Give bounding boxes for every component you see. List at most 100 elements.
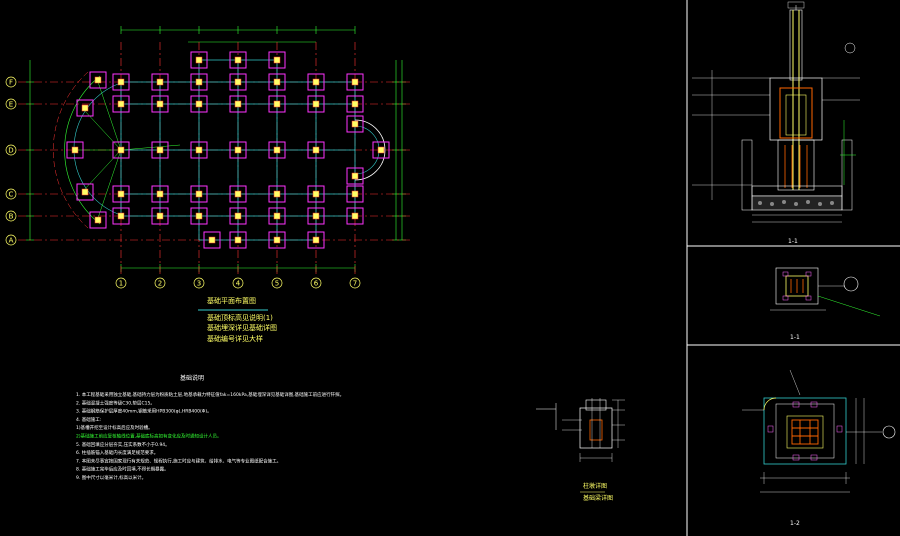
footing-C-2 [151, 185, 169, 203]
footing-D-2 [151, 141, 169, 159]
section-plan-large-label: 1-2 [790, 520, 800, 527]
footing-B-7 [346, 207, 364, 225]
footing-B-6 [307, 207, 325, 225]
plan-footings [66, 51, 390, 249]
pier-detail-title: 柱墩详图 [583, 482, 607, 490]
footing-C-7 [346, 185, 364, 203]
axis-bubble-C: C [5, 188, 17, 200]
footing-B-1 [112, 207, 130, 225]
plan-legend: 基础平面布置图 基础顶标高见说明(1) 基础埋深详见基础详图 基础编号详见大样 [198, 296, 277, 343]
footing-E-1 [112, 95, 130, 113]
legend-line-3: 基础编号详见大样 [207, 334, 263, 343]
footing-F-1 [112, 73, 130, 91]
svg-text:C: C [9, 191, 14, 199]
footing-D-3 [190, 141, 208, 159]
footing-F-7 [346, 73, 364, 91]
footing-E-5 [268, 95, 286, 113]
axis-bubble-A: A [5, 234, 17, 246]
legend-line-1: 基础顶标高见说明(1) [207, 313, 273, 322]
footing-D-arc [372, 141, 390, 159]
footing-C-6 [307, 185, 325, 203]
svg-text:4: 4 [236, 280, 241, 288]
plan-arcs [53, 71, 386, 229]
footing-top-1 [229, 51, 247, 69]
notes-title: 基础说明 [180, 374, 204, 382]
footing-curve-2 [76, 183, 94, 201]
pier-detail-subtitle: 基础梁详图 [583, 494, 613, 502]
footing-B-5 [268, 207, 286, 225]
footing-top-2 [268, 51, 286, 69]
section-1-1: 1-1 [692, 1, 860, 245]
footing-F-3 [190, 73, 208, 91]
footing-E-3 [190, 95, 208, 113]
footing-F-6 [307, 73, 325, 91]
notes-line-10: 9. 图中尺寸以毫米计,标高以米计。 [76, 474, 146, 481]
footing-A-1 [229, 231, 247, 249]
notes-line-1: 2. 基础混凝土强度等级C30,垫层C15。 [76, 399, 155, 406]
footing-arc-bot [346, 167, 364, 185]
footing-B-2 [151, 207, 169, 225]
pier-detail: 柱墩详图 基础梁详图 [536, 398, 625, 502]
footing-A-2 [268, 231, 286, 249]
frame-dividers [686, 0, 900, 536]
footing-F-5 [268, 73, 286, 91]
notes-line-0: 1. 本工程基础采用独立基础,基础持力层为粉质粘土层,地基承载力特征值fak=1… [76, 391, 344, 398]
axis-bubble-5: 5 [271, 277, 283, 289]
notes-line-3: 4. 基础施工: [76, 416, 101, 423]
footing-C-3 [190, 185, 208, 203]
foundation-notes: 基础说明 1. 本工程基础采用独立基础,基础持力层为粉质粘土层,地基承载力特征值… [76, 374, 344, 481]
svg-text:3: 3 [197, 280, 201, 288]
footing-curve-1 [76, 99, 94, 117]
svg-text:2: 2 [158, 280, 162, 288]
svg-text:7: 7 [353, 280, 357, 288]
svg-text:F: F [9, 79, 13, 87]
footing-curve-0 [66, 141, 84, 159]
section-plan-small: 1-1 [770, 267, 881, 341]
footing-arc-top [346, 115, 364, 133]
notes-line-8: 7. 本图未尽事宜按国家现行有关规范、规程执行,施工时应与建筑、给排水、电气等专… [76, 457, 281, 464]
svg-text:6: 6 [314, 280, 319, 288]
footing-D-4 [229, 141, 247, 159]
notes-body: 1. 本工程基础采用独立基础,基础持力层为粉质粘土层,地基承载力特征值fak=1… [76, 391, 344, 481]
axis-bubble-6: 6 [310, 277, 322, 289]
section-plan-small-label: 1-1 [790, 334, 800, 341]
section-plan-large: 1-2 [742, 369, 896, 527]
notes-line-6: 5. 基础回填应分层夯实,压实系数不小于0.94。 [76, 441, 170, 448]
axis-bubble-D: D [5, 144, 17, 156]
axis-bubble-7: 7 [349, 277, 361, 289]
plan-axis-bubbles: F E D C B A 1 2 3 4 5 6 7 [5, 76, 361, 289]
axis-bubble-4: 4 [232, 277, 244, 289]
footing-B-3 [190, 207, 208, 225]
section-1-1-label: 1-1 [788, 238, 798, 245]
footing-F-2 [151, 73, 169, 91]
footing-A-3 [307, 231, 325, 249]
svg-text:D: D [8, 147, 13, 155]
footing-D-6 [307, 141, 325, 159]
notes-line-5: 2)基础施工前应复核轴线位置,基础底标高如有变化应及时通知设计人员。 [76, 433, 222, 440]
footing-E-4 [229, 95, 247, 113]
footing-curve-4 [89, 211, 107, 229]
svg-text:A: A [9, 237, 14, 245]
footing-F-4 [229, 73, 247, 91]
footing-C-4 [229, 185, 247, 203]
svg-text:B: B [9, 213, 14, 221]
footing-curve-3 [89, 71, 107, 89]
footing-E-2 [151, 95, 169, 113]
notes-line-7: 6. 柱插筋锚入基础内长度满足规范要求。 [76, 449, 158, 456]
axis-bubble-F: F [5, 76, 17, 88]
axis-bubble-2: 2 [154, 277, 166, 289]
footing-D-1 [112, 141, 130, 159]
notes-line-2: 3. 基础钢筋保护层厚度40mm,钢筋采用HPB300(φ),HRB400(Φ)… [76, 408, 212, 415]
footing-D-5 [268, 141, 286, 159]
svg-text:1: 1 [119, 280, 123, 288]
footing-top-0 [190, 51, 208, 69]
foundation-plan: F E D C B A 1 2 3 4 5 6 7 [5, 26, 410, 289]
footing-A-0 [203, 231, 221, 249]
notes-line-9: 8. 基础施工完毕后应及时回填,不得长期暴露。 [76, 466, 169, 473]
svg-text:E: E [9, 101, 13, 109]
footing-B-4 [229, 207, 247, 225]
footing-C-1 [112, 185, 130, 203]
notes-line-4: 1)基槽开挖至设计标高后应及时验槽。 [76, 424, 153, 431]
axis-bubble-1: 1 [115, 277, 127, 289]
